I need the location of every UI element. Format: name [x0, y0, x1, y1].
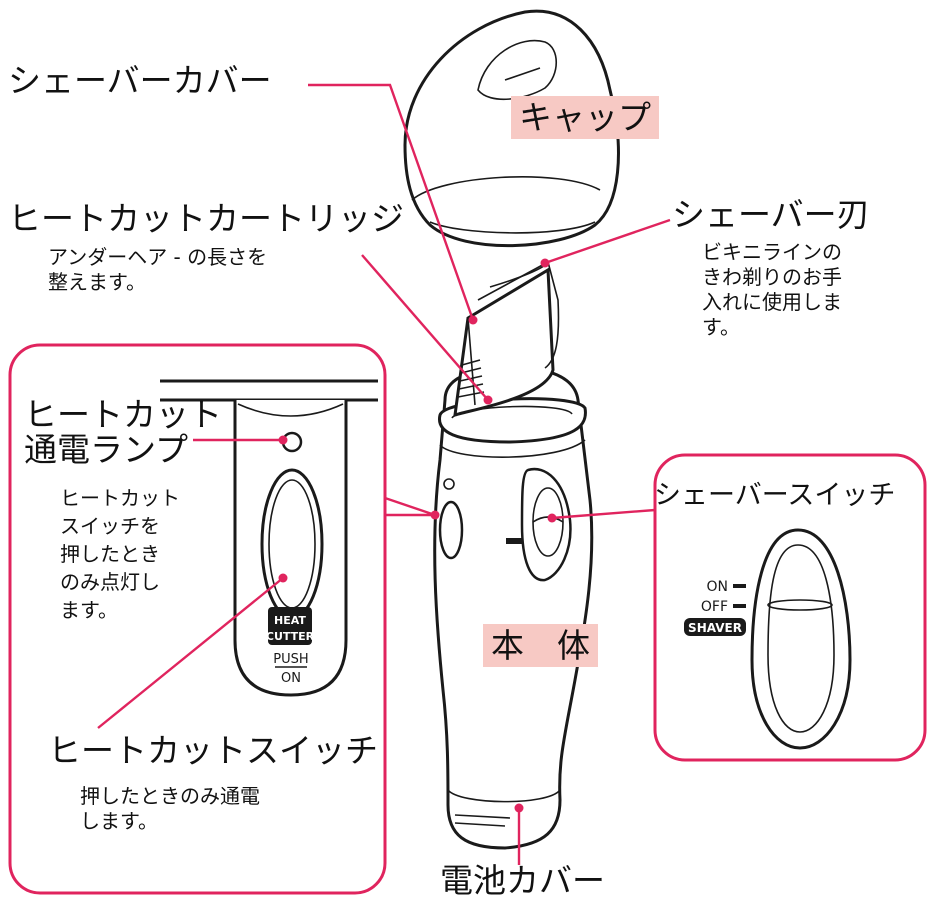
- label-heat-cut-cartridge-desc: アンダーヘア - の長さを 整えます。: [48, 245, 268, 294]
- label-shaver-cover: シェーバーカバー: [8, 61, 272, 100]
- leader-lines: [97, 83, 671, 865]
- label-battery-cover: 電池カバー: [440, 861, 605, 900]
- marking-push: PUSH: [273, 652, 308, 667]
- heat-cut-cartridge-shape: [438, 260, 587, 444]
- label-body: 本 体: [483, 624, 598, 667]
- label-heat-cut-cartridge: ヒートカットカートリッジ: [8, 199, 404, 238]
- marking-push-on: ON: [281, 671, 301, 686]
- label-heat-cut-lamp: ヒートカット 通電ランプ: [24, 395, 222, 469]
- label-heat-cut-switch-desc: 押したときのみ通電 します。: [80, 784, 260, 833]
- label-heat-cut-lamp-desc: ヒートカット スイッチを 押したとき のみ点灯し ます。: [60, 486, 180, 622]
- marking-heat: HEAT: [274, 614, 306, 627]
- heat-cut-switch-detail: [260, 468, 324, 620]
- label-cap: キャップ: [511, 96, 659, 139]
- heat-cut-detail-panel: [8, 343, 387, 895]
- marking-shaver: SHAVER: [688, 621, 742, 635]
- shaver-switch-detail-panel: [653, 453, 927, 762]
- label-shaver-switch: シェーバースイッチ: [654, 480, 896, 511]
- marking-off: OFF: [701, 599, 728, 615]
- label-shaver-blade: シェーバー刃: [672, 195, 870, 234]
- main-body-shape: [433, 366, 594, 850]
- heat-cutter-marking: HEAT CUTTER PUSH ON: [266, 614, 315, 686]
- label-heat-cut-switch: ヒートカットスイッチ: [48, 731, 378, 770]
- marking-cutter: CUTTER: [266, 630, 315, 643]
- label-shaver-blade-desc: ビキニラインの きわ剃りのお手 入れに使用しま す。: [702, 240, 842, 339]
- marking-on: ON: [707, 579, 729, 595]
- shaver-switch-markings: ON OFF SHAVER: [688, 579, 742, 635]
